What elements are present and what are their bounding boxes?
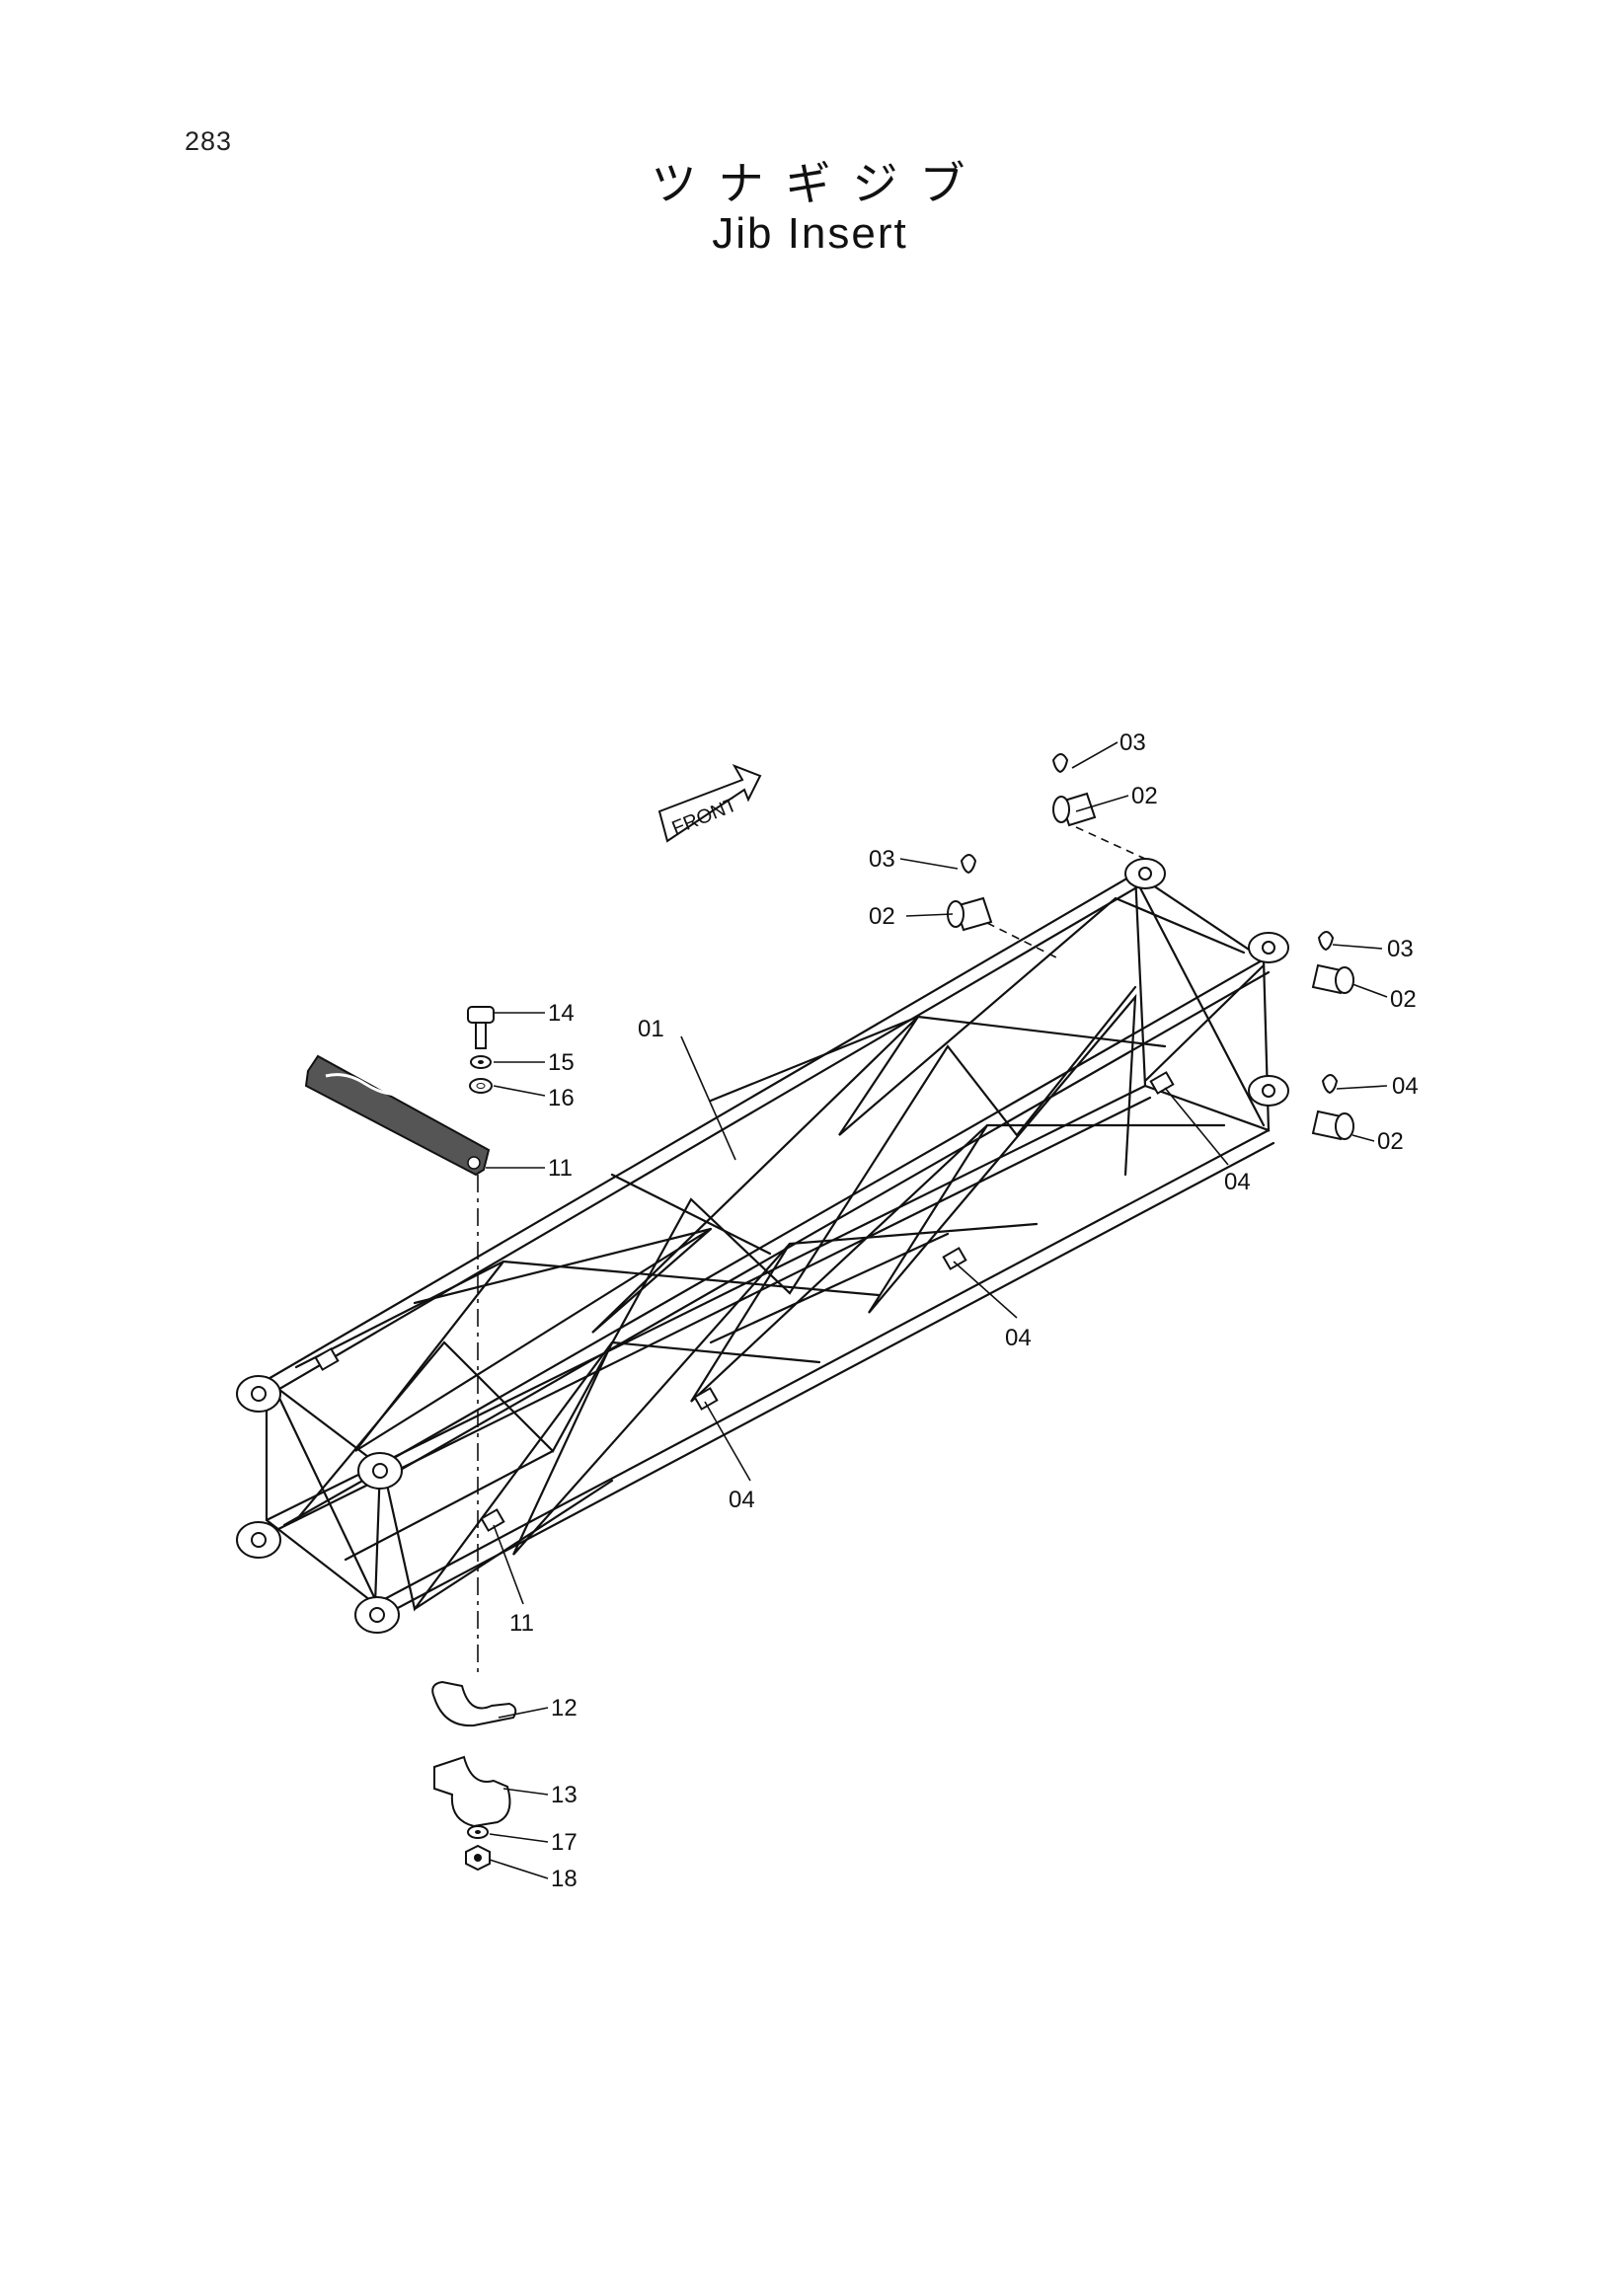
callout-04: 04 [1224,1169,1251,1195]
callout-13: 13 [551,1782,578,1808]
callout-11: 11 [548,1155,573,1182]
title-japanese: ツナギジブ [651,157,987,210]
callout-01: 01 [638,1016,664,1042]
page-number: 283 [185,126,233,156]
callout-02: 02 [1390,986,1417,1013]
callout-04: 04 [729,1487,755,1513]
jib-frame [236,858,1289,1634]
bolt [467,1006,495,1094]
front-arrow-icon: FRONT [657,764,762,843]
callout-14: 14 [548,1000,575,1027]
callout-17: 17 [551,1829,578,1856]
end-lug [236,1375,403,1634]
leader-lines [486,741,1388,1879]
pad-plate [304,1054,491,1177]
callout-02: 02 [869,903,895,930]
callout-04: 04 [1005,1325,1032,1351]
callout-15: 15 [548,1049,575,1076]
callout-03: 03 [1119,729,1146,756]
callout-02: 02 [1131,783,1158,809]
callout-18: 18 [551,1866,578,1892]
callout-16: 16 [548,1085,575,1111]
callout-03: 03 [869,846,895,873]
pin-set [947,753,1354,1141]
title-english: Jib Insert [712,209,908,258]
callout-04: 11 [509,1610,534,1637]
callout-labels: 03 02 03 02 03 02 04 02 01 04 04 04 11 1… [509,729,1419,1892]
clamp-set [431,1680,517,1872]
callout-03: 04 [1392,1073,1419,1100]
callout-12: 12 [551,1695,578,1722]
callout-03: 03 [1387,936,1414,962]
callout-02: 02 [1377,1128,1404,1155]
